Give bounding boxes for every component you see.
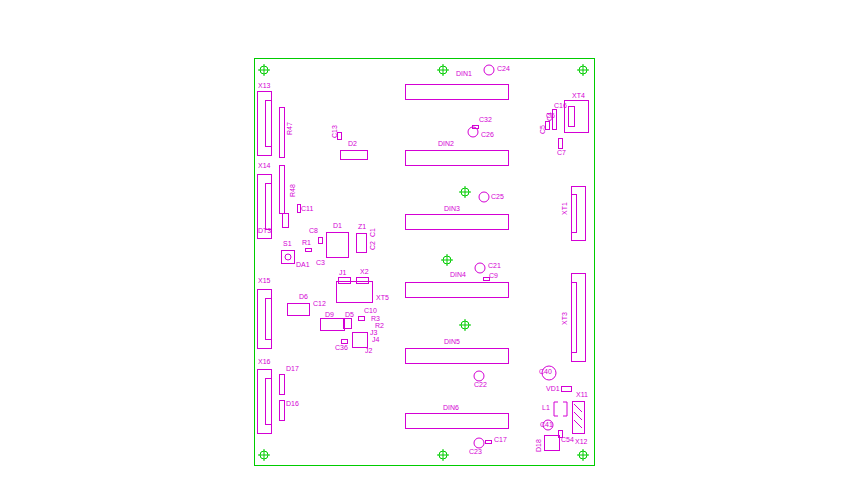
part-label: C1 xyxy=(369,228,377,237)
part-label: DIN4 xyxy=(450,271,466,279)
part-label: C22 xyxy=(474,381,487,389)
part-label: DIN3 xyxy=(444,205,460,213)
part-label: J1 xyxy=(339,269,346,277)
part-label: XT3 xyxy=(561,312,569,325)
part-label: X11 xyxy=(576,391,588,399)
part-label: D9 xyxy=(325,311,334,319)
part-label: XT1 xyxy=(561,202,569,215)
part-label: X16 xyxy=(258,358,270,366)
part-label: C32 xyxy=(479,116,492,124)
part-label: C6 xyxy=(546,112,555,120)
part-label: R48 xyxy=(289,184,297,197)
part-label: C10 xyxy=(364,307,377,315)
part-label: X13 xyxy=(258,82,270,90)
part-label: XT4 xyxy=(572,92,585,100)
part-label: C12 xyxy=(313,300,326,308)
part-label: C25 xyxy=(491,193,504,201)
part-label: Z1 xyxy=(358,223,366,231)
part-label: D1 xyxy=(333,222,342,230)
board-outline xyxy=(255,59,595,466)
part-label: C40 xyxy=(539,368,552,376)
part-label: C8 xyxy=(309,227,318,235)
part-label: C5 xyxy=(539,125,547,134)
part-label: R47 xyxy=(286,122,294,135)
mounting-marks xyxy=(258,64,589,461)
part-label: J4 xyxy=(372,336,379,344)
part-label: C26 xyxy=(481,131,494,139)
part-label: DIN2 xyxy=(438,140,454,148)
part-label: DA1 xyxy=(296,261,310,269)
part-label: C11 xyxy=(301,205,313,213)
part-label: X15 xyxy=(258,277,270,285)
part-label: R1 xyxy=(302,239,311,247)
part-label: D16 xyxy=(286,400,299,408)
part-label: DT3 xyxy=(258,227,271,235)
part-label: X14 xyxy=(258,162,270,170)
part-label: C3 xyxy=(316,259,325,267)
part-label: C13 xyxy=(331,125,339,138)
part-label: D17 xyxy=(286,365,299,373)
part-label: VD1 xyxy=(546,385,560,393)
part-label: C54 xyxy=(561,436,574,444)
part-label: C2 xyxy=(369,241,377,250)
part-label: C7 xyxy=(557,149,566,157)
part-label: J3 xyxy=(370,329,377,337)
part-label: C36 xyxy=(335,344,348,352)
part-label: D2 xyxy=(348,140,357,148)
part-label: R3 xyxy=(371,315,380,323)
part-label: J2 xyxy=(365,347,372,355)
part-label: XT5 xyxy=(376,294,389,302)
part-label: D6 xyxy=(299,293,308,301)
part-label: DIN1 xyxy=(456,70,472,78)
part-label: D18 xyxy=(535,439,543,452)
part-label: DIN6 xyxy=(443,404,459,412)
part-label: C17 xyxy=(494,436,507,444)
part-label: C16 xyxy=(554,102,567,110)
part-label: R2 xyxy=(375,322,384,330)
part-label: C23 xyxy=(469,448,482,456)
part-label: S1 xyxy=(283,240,292,248)
part-label: C21 xyxy=(488,262,501,270)
part-label: C41 xyxy=(540,421,553,429)
part-label: X12 xyxy=(575,438,587,446)
part-label: X2 xyxy=(360,268,369,276)
part-label: D5 xyxy=(345,311,354,319)
part-label: C24 xyxy=(497,65,510,73)
part-label: L1 xyxy=(542,404,550,412)
part-label: DIN5 xyxy=(444,338,460,346)
part-label: C9 xyxy=(489,272,498,280)
component-outlines xyxy=(258,65,589,451)
